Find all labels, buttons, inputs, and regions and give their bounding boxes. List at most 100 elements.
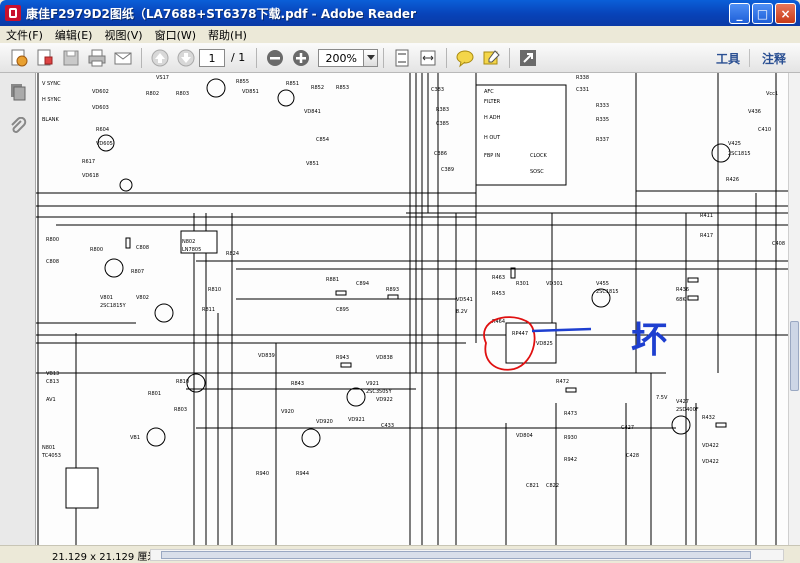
save-button[interactable] <box>60 47 82 69</box>
svg-text:R811: R811 <box>202 307 215 313</box>
menu-help[interactable]: 帮助(H) <box>208 28 247 42</box>
chevron-down-icon <box>366 54 375 60</box>
menu-bar: 文件(F) 编辑(E) 视图(V) 窗口(W) 帮助(H) <box>0 26 800 44</box>
fit-width-button[interactable] <box>417 47 439 69</box>
pages-panel-button[interactable] <box>9 83 27 101</box>
svg-text:R800: R800 <box>46 237 59 243</box>
svg-text:V455: V455 <box>596 281 609 287</box>
svg-text:H OUT: H OUT <box>484 135 501 141</box>
print-button[interactable] <box>86 47 108 69</box>
close-button[interactable]: × <box>775 3 796 24</box>
paperclip-icon <box>11 116 27 133</box>
svg-text:R617: R617 <box>82 159 95 165</box>
next-page-button[interactable] <box>175 47 197 69</box>
svg-text:VD922: VD922 <box>376 397 393 403</box>
fit-page-icon <box>395 49 409 66</box>
print-icon <box>88 49 106 66</box>
svg-text:R333: R333 <box>596 103 609 109</box>
zoom-control: 200% <box>318 48 379 67</box>
vertical-scroll-thumb[interactable] <box>790 321 799 391</box>
page-number-input[interactable]: 1 <box>199 48 225 67</box>
svg-text:H SYNC: H SYNC <box>42 97 61 103</box>
svg-text:R881: R881 <box>326 277 339 283</box>
svg-text:R801: R801 <box>148 391 161 397</box>
menu-file[interactable]: 文件(F) <box>6 28 43 42</box>
svg-text:VD422: VD422 <box>702 443 719 449</box>
annotation-circle <box>483 316 592 371</box>
highlight-icon <box>483 49 500 64</box>
svg-text:C854: C854 <box>316 137 329 143</box>
svg-text:VD839: VD839 <box>258 353 275 359</box>
minimize-button[interactable]: _ <box>729 3 750 24</box>
attachments-panel-button[interactable] <box>9 116 27 135</box>
menu-view[interactable]: 视图(V) <box>104 28 143 42</box>
svg-text:68K: 68K <box>676 297 686 303</box>
adobe-reader-icon <box>5 5 21 21</box>
svg-text:VD921: VD921 <box>348 417 365 423</box>
svg-text:C386: C386 <box>434 151 447 157</box>
toolbar-separator <box>256 47 258 68</box>
svg-text:2SC1815: 2SC1815 <box>596 289 619 295</box>
svg-text:N802: N802 <box>182 239 195 245</box>
svg-text:VD825: VD825 <box>536 341 553 347</box>
svg-text:R810: R810 <box>176 379 189 385</box>
minimize-icon: _ <box>736 6 743 21</box>
email-button[interactable] <box>112 47 134 69</box>
expand-button[interactable] <box>517 47 539 69</box>
comment-icon <box>456 50 474 67</box>
svg-text:VD541: VD541 <box>456 297 473 303</box>
svg-text:C433: C433 <box>381 423 394 429</box>
svg-text:Vcc1: Vcc1 <box>766 91 778 97</box>
window-controls: _ □ × <box>729 3 796 24</box>
right-links: 工具 注释 <box>716 43 786 73</box>
tools-link[interactable]: 工具 <box>715 51 740 66</box>
svg-text:R426: R426 <box>726 177 739 183</box>
zoom-input[interactable]: 200% <box>318 48 365 67</box>
svg-text:C410: C410 <box>758 127 771 133</box>
zoom-in-button[interactable] <box>290 47 312 69</box>
vertical-scrollbar[interactable] <box>788 73 800 545</box>
svg-text:VD804: VD804 <box>516 433 533 439</box>
highlight-button[interactable] <box>480 47 502 69</box>
svg-text:H ADH: H ADH <box>484 115 501 121</box>
svg-text:R604: R604 <box>96 127 109 133</box>
maximize-icon: □ <box>756 6 769 21</box>
svg-text:C808: C808 <box>46 259 59 265</box>
maximize-button[interactable]: □ <box>752 3 773 24</box>
horizontal-scroll-thumb[interactable] <box>161 551 751 559</box>
svg-text:VD603: VD603 <box>92 105 109 111</box>
svg-text:2SD400F: 2SD400F <box>676 407 699 413</box>
horizontal-scrollbar[interactable] <box>150 549 784 561</box>
comment-link[interactable]: 注释 <box>761 51 786 66</box>
status-bar: 21.129 x 21.129 厘米 <box>0 545 800 563</box>
menu-window[interactable]: 窗口(W) <box>154 28 197 42</box>
zoom-out-button[interactable] <box>264 47 286 69</box>
menu-edit[interactable]: 编辑(E) <box>54 28 93 42</box>
svg-text:R802: R802 <box>146 91 159 97</box>
svg-text:FBP IN: FBP IN <box>484 153 500 159</box>
svg-text:R855: R855 <box>236 79 249 85</box>
zoom-dropdown-button[interactable] <box>364 48 379 67</box>
svg-text:VD618: VD618 <box>82 173 99 179</box>
edit-button[interactable] <box>34 47 56 69</box>
svg-text:R940: R940 <box>256 471 269 477</box>
svg-text:C822: C822 <box>546 483 559 489</box>
toolbar: 1 / 1 200% 工具 注释 <box>0 43 800 73</box>
svg-text:AFC: AFC <box>484 89 494 95</box>
prev-page-button[interactable] <box>149 47 171 69</box>
comment-button[interactable] <box>454 47 476 69</box>
svg-text:R453: R453 <box>492 291 505 297</box>
create-pdf-button[interactable] <box>8 47 30 69</box>
svg-text:N801: N801 <box>42 445 55 451</box>
svg-text:FILTER: FILTER <box>484 99 501 105</box>
svg-text:R824: R824 <box>226 251 239 257</box>
svg-text:VD851: VD851 <box>242 89 259 95</box>
svg-text:VD605: VD605 <box>96 141 113 147</box>
fit-page-button[interactable] <box>391 47 413 69</box>
svg-text:R411: R411 <box>700 213 713 219</box>
svg-text:C331: C331 <box>576 87 589 93</box>
toolbar-separator <box>446 47 448 68</box>
